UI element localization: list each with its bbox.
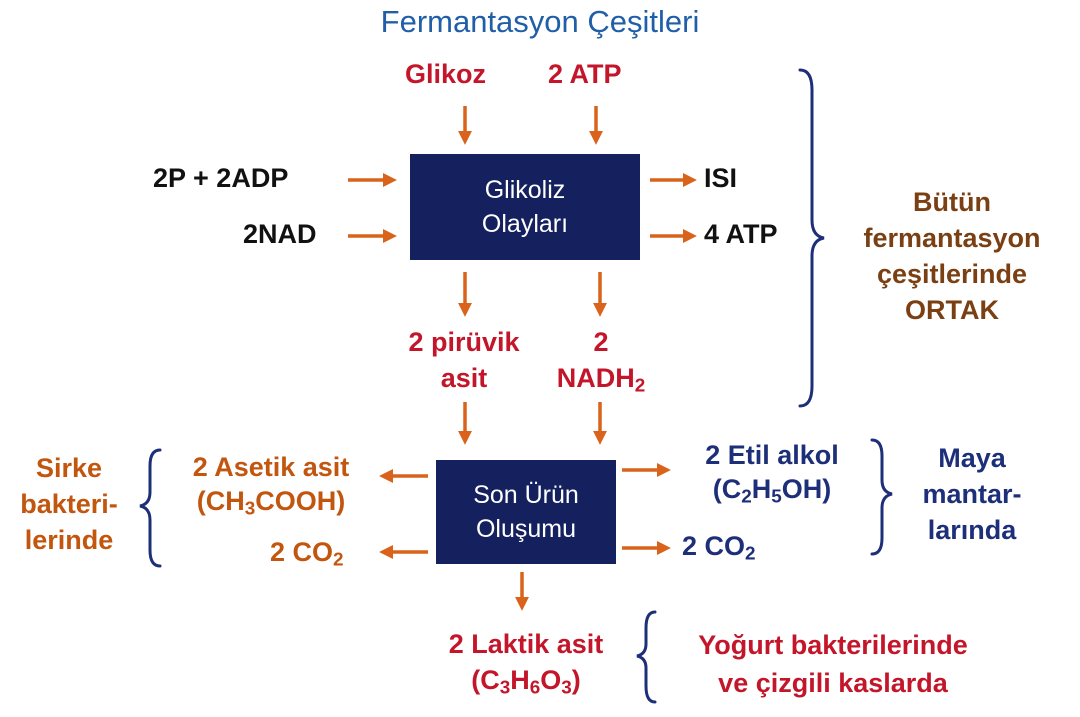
lactic-organism: Yoğurt bakterilerinde ve çizgili kaslard… — [656, 626, 1010, 702]
alcohol-organism: Maya mantar- larında — [900, 440, 1044, 548]
pyruvic-line1: 2 pirüvik — [408, 327, 520, 357]
phosphate-adp-label: 2P + 2ADP — [153, 163, 289, 193]
glycolysis-box-line2: Olayları — [481, 210, 569, 238]
acetic-acid-label: 2 Asetik asit — [192, 452, 350, 482]
ethyl-alcohol-product: 2 Etil alkol (C2H5OH) — [676, 438, 868, 508]
end-product-box-line2: Oluşumu — [475, 515, 577, 543]
pyruvic-acid-label: 2 pirüvik asit — [372, 324, 556, 396]
lactic-acid-product: 2 Laktik asit (C3H6O3) — [416, 626, 636, 698]
common-note: Bütün fermantasyon çeşitlerinde ORTAK — [832, 184, 1072, 328]
lactic-organism-line2: ve çizgili kaslarda — [718, 668, 948, 698]
glucose-label: Glikoz — [405, 59, 487, 89]
brace-lactic — [636, 610, 657, 704]
acetic-co2-label: 2 CO2 — [270, 537, 344, 571]
ethyl-alcohol-formula: (C2H5OH) — [712, 474, 832, 508]
alcohol-co2-label: 2 CO2 — [682, 531, 756, 565]
nadh-sub: 2 — [634, 375, 646, 397]
lactic-acid-formula: (C3H6O3) — [471, 665, 581, 699]
acetic-organism-line2: bakteri- — [20, 489, 118, 519]
acetic-organism-line1: Sirke — [35, 453, 103, 483]
lactic-organism-line1: Yoğurt bakterilerinde — [698, 630, 968, 660]
end-product-box-line1: Son Ürün — [473, 481, 579, 509]
alcohol-organism-line2: mantar- — [922, 479, 1022, 509]
alcohol-organism-line3: larında — [927, 515, 1017, 545]
nadh-base: NADH — [556, 363, 635, 393]
nadh-line1: 2 — [593, 327, 609, 357]
nad-label: 2NAD — [243, 219, 317, 249]
brace-alcohol — [870, 438, 893, 556]
heat-label: ISI — [704, 163, 738, 193]
lactic-acid-label: 2 Laktik asit — [448, 629, 604, 659]
acetic-organism: Sirke bakteri- lerinde — [2, 450, 136, 558]
acetic-acid-product: 2 Asetik asit (CH3COOH) — [168, 450, 374, 520]
atp-in-label: 2 ATP — [548, 59, 622, 89]
acetic-acid-formula: (CH3COOH) — [196, 486, 346, 520]
common-note-line1: Bütün — [913, 187, 991, 217]
ethyl-alcohol-label: 2 Etil alkol — [705, 440, 839, 470]
glycolysis-box-line1: Glikoliz — [484, 176, 566, 204]
diagram-title: Fermantasyon Çeşitleri — [380, 4, 700, 39]
brace-common — [798, 68, 825, 408]
atp-out-label: 4 ATP — [704, 219, 778, 249]
alcohol-organism-line1: Maya — [938, 443, 1006, 473]
end-product-box: Son Ürün Oluşumu — [436, 460, 616, 564]
glycolysis-box: Glikoliz Olayları — [410, 154, 640, 260]
common-note-line4: ORTAK — [905, 295, 999, 325]
nadh-label: 2 NADH2 — [536, 324, 666, 396]
pyruvic-line2: asit — [440, 363, 488, 393]
common-note-line3: çeşitlerinde — [876, 259, 1028, 289]
brace-acetic — [139, 448, 162, 568]
acetic-organism-line3: lerinde — [24, 525, 114, 555]
common-note-line2: fermantasyon — [863, 223, 1041, 253]
